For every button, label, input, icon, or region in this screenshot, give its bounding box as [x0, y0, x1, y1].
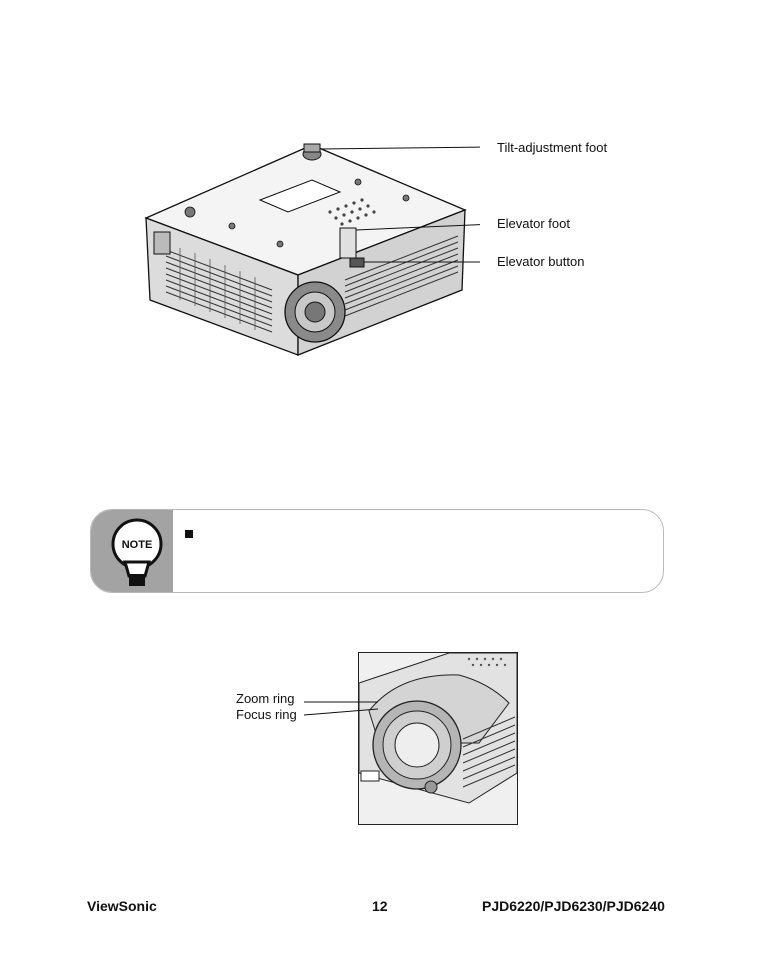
note-bullet — [185, 530, 193, 538]
focus-ring-label: Focus ring — [236, 707, 297, 722]
lens-closeup-illustration — [359, 653, 517, 824]
footer-model: PJD6220/PJD6230/PJD6240 — [482, 898, 665, 914]
lens-closeup-frame — [358, 652, 518, 825]
elevator-button-label: Elevator button — [497, 254, 585, 269]
elevator-foot-label: Elevator foot — [497, 216, 570, 231]
note-icon-text: NOTE — [122, 539, 153, 551]
tilt-adjustment-foot-label: Tilt-adjustment foot — [497, 140, 608, 155]
lightbulb-icon: NOTE — [111, 518, 163, 586]
note-box: NOTE — [90, 509, 664, 593]
note-sidebar: NOTE — [91, 510, 173, 592]
projector-underside-illustration — [144, 143, 480, 356]
zoom-ring-label: Zoom ring — [236, 691, 295, 706]
lens-leader-lines — [303, 701, 379, 716]
page-number: 12 — [372, 898, 388, 914]
footer-brand: ViewSonic — [87, 898, 157, 914]
